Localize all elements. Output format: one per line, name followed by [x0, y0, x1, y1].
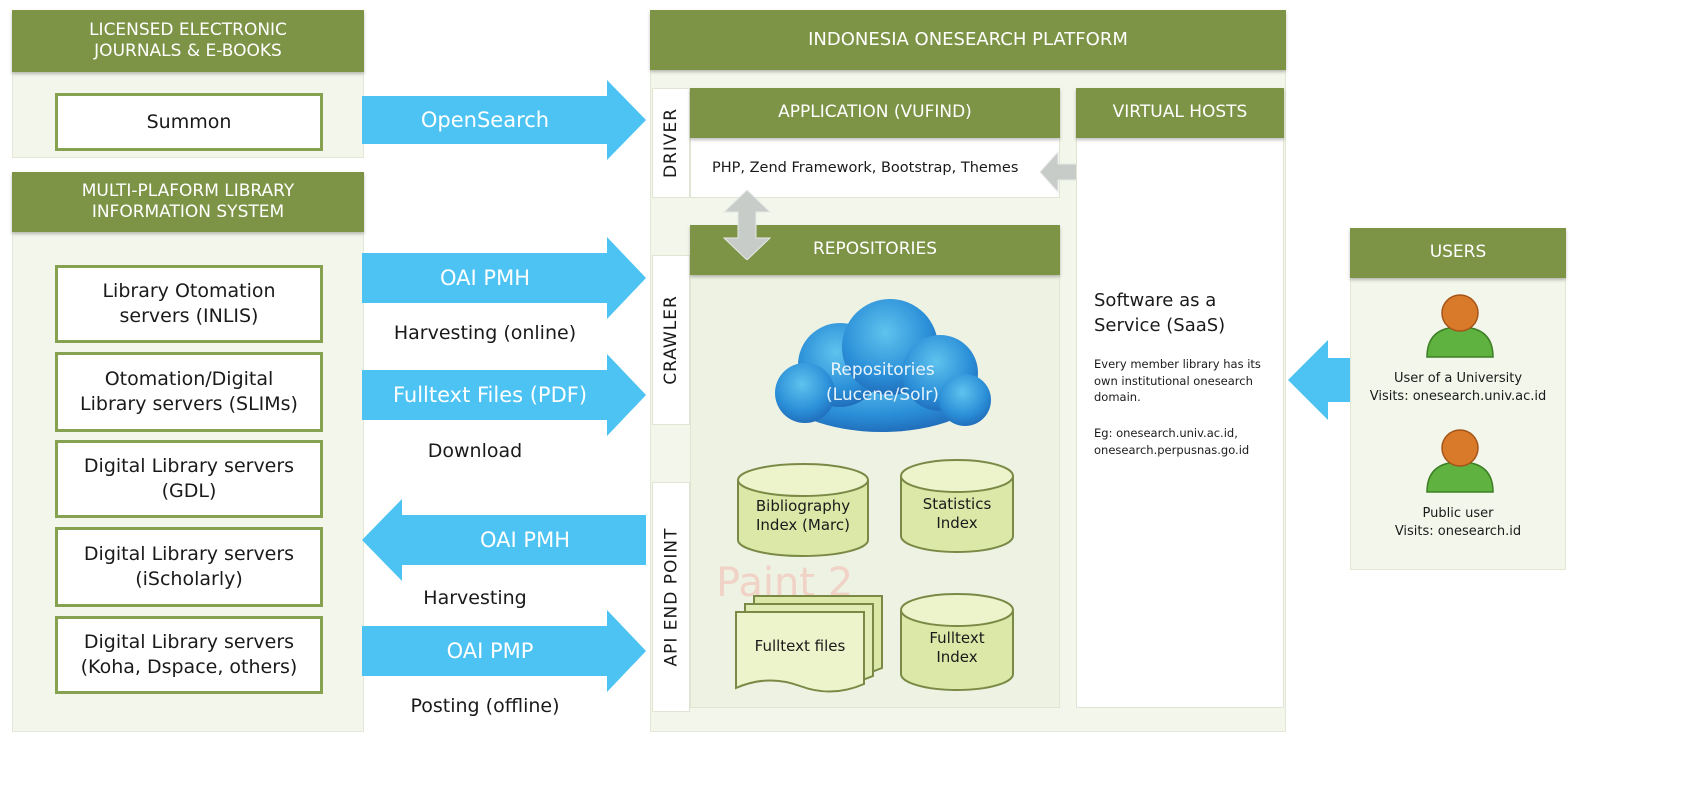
opensearch-label: OpenSearch — [420, 108, 550, 132]
statistics-label: Statistics Index — [922, 494, 992, 533]
users-header: USERS — [1350, 228, 1566, 278]
harvesting-label: Harvesting — [423, 587, 527, 609]
oai-pmp-label: OAI PMP — [446, 639, 534, 663]
fulltext-arrow — [362, 354, 646, 436]
oai-pmp-arrow — [362, 610, 646, 692]
crawler-label: CRAWLER — [652, 255, 690, 425]
saas-example: Eg: onesearch.univ.ac.id, onesearch.perp… — [1094, 426, 1250, 457]
oai-pmh-out-arrow — [362, 499, 646, 581]
application-header: APPLICATION (VUFIND) — [690, 88, 1060, 138]
download-label: Download — [427, 440, 523, 462]
fulltext-index-cylinder — [900, 593, 1014, 691]
fulltext-files-label: Fulltext files — [754, 637, 846, 656]
statistics-cylinder — [900, 459, 1014, 553]
public-user-icon — [1426, 429, 1494, 493]
licensed-header: LICENSED ELECTRONIC JOURNALS & E-BOOKS — [12, 10, 364, 72]
saas-label: Software as a Service (SaaS) — [1094, 290, 1226, 337]
opensearch-arrow — [362, 80, 646, 160]
fulltext-files-stack — [735, 595, 883, 693]
api-endpoint-label: API END POINT — [652, 482, 690, 712]
saas-description: Every member library has its own institu… — [1094, 357, 1261, 405]
oai-pmh-in-arrow — [362, 237, 646, 319]
university-user-label: User of a University Visits: onesearch.u… — [1369, 371, 1547, 405]
fulltext-index-label: Fulltext Index — [929, 628, 985, 667]
users-arrow — [1288, 340, 1350, 420]
vhosts-box — [1076, 88, 1284, 708]
summon-box: Summon — [55, 93, 323, 151]
fulltext-label: Fulltext Files (PDF) — [392, 383, 588, 407]
slims-box: Otomation/Digital Library servers (SLIMs… — [55, 352, 323, 432]
university-user-icon — [1426, 294, 1494, 358]
vertical-double-arrow — [722, 190, 772, 260]
public-user-label: Public user Visits: onesearch.id — [1394, 506, 1522, 540]
ischolarly-box: Digital Library servers (iScholarly) — [55, 527, 323, 607]
users-panel — [1350, 228, 1566, 570]
platform-title: INDONESIA ONESEARCH PLATFORM — [650, 10, 1286, 70]
bibliography-cylinder — [737, 463, 869, 557]
gdl-box: Digital Library servers (GDL) — [55, 440, 323, 518]
inlis-box: Library Otomation servers (INLIS) — [55, 265, 323, 343]
cloud-icon — [775, 299, 991, 432]
oai-pmh-in-label: OAI PMH — [440, 266, 530, 290]
koha-box: Digital Library servers (Koha, Dspace, o… — [55, 616, 323, 694]
oai-pmh-out-label: OAI PMH — [480, 528, 570, 552]
harvest-online-label: Harvesting (online) — [393, 322, 577, 344]
mpl-header: MULTI-PLAFORM LIBRARY INFORMATION SYSTEM — [12, 172, 364, 232]
cloud-label: Repositories (Lucene/Solr) — [826, 360, 939, 405]
driver-label: DRIVER — [652, 88, 690, 198]
posting-label: Posting (offline) — [410, 695, 560, 717]
vhosts-header: VIRTUAL HOSTS — [1076, 88, 1284, 138]
application-tech: PHP, Zend Framework, Bootstrap, Themes — [712, 160, 1019, 176]
bibliography-label: Bibliography Index (Marc) — [755, 496, 851, 535]
